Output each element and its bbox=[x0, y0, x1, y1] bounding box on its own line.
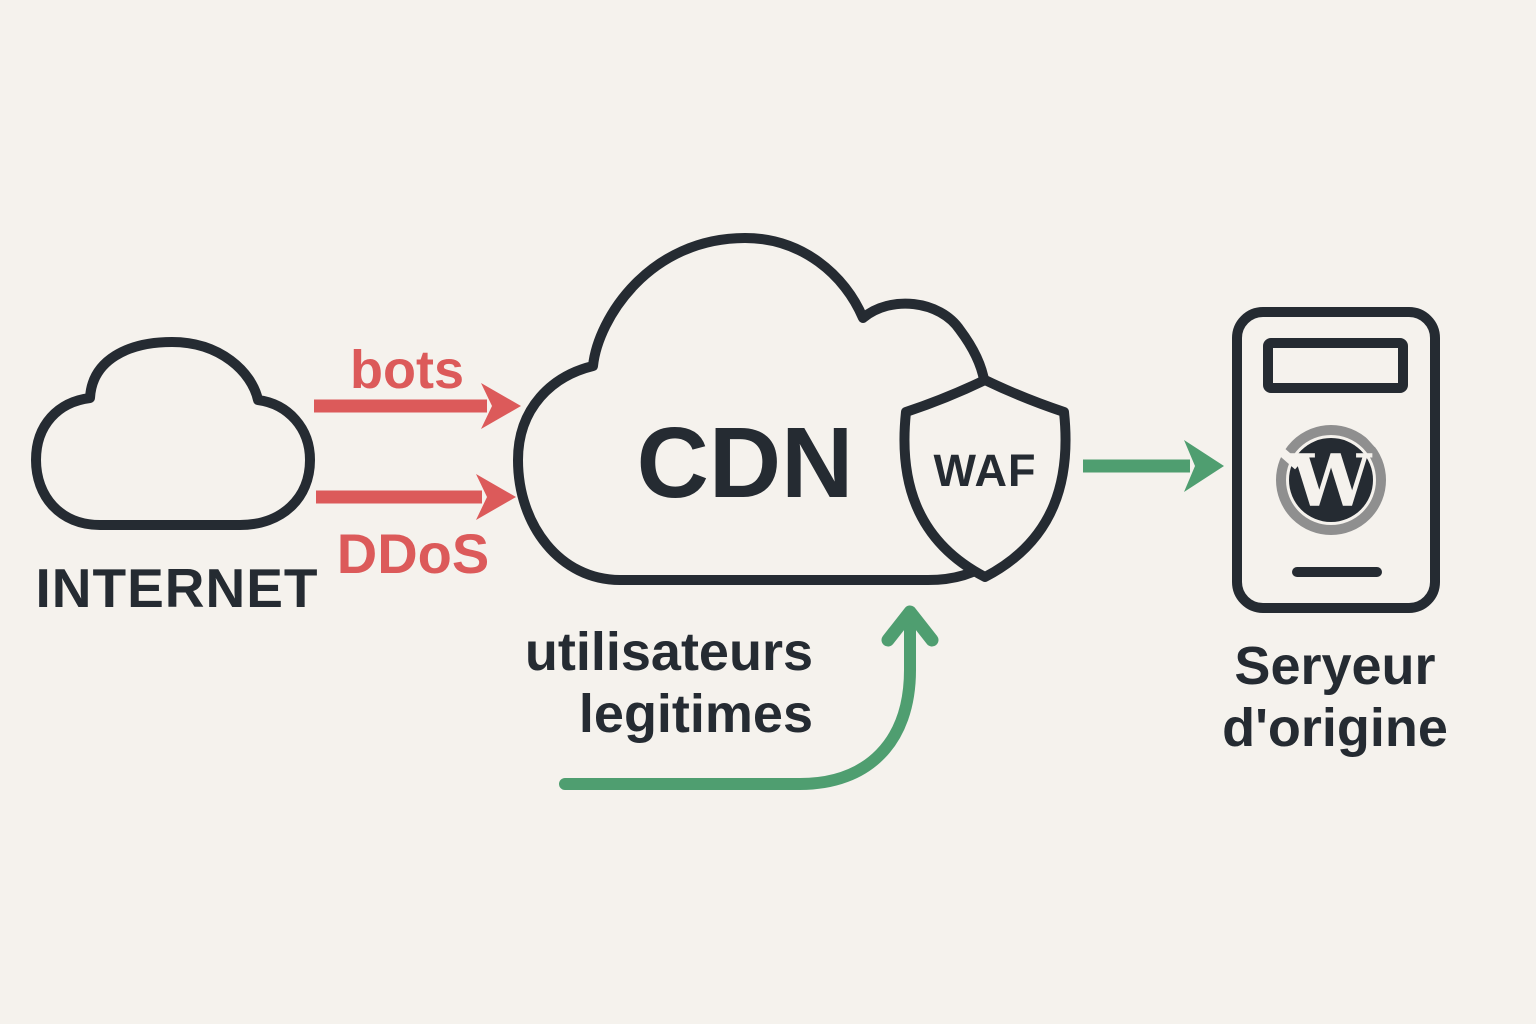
bots-arrow-label: bots bbox=[350, 340, 464, 400]
origin-server-label-line2: d'origine bbox=[1222, 698, 1448, 758]
server-slot-icon bbox=[1263, 338, 1408, 393]
ddos-arrowhead-icon bbox=[476, 474, 516, 520]
legit-users-arrow-curve bbox=[559, 620, 916, 790]
origin-server-label-line1: Seryeur bbox=[1234, 636, 1435, 696]
internet-cloud-icon bbox=[31, 337, 315, 530]
internet-label: INTERNET bbox=[36, 557, 319, 619]
legit-users-arrowhead-icon bbox=[881, 605, 939, 647]
waf-shield-icon bbox=[899, 375, 1071, 582]
bots-flow: bots bbox=[314, 340, 521, 429]
legit-users-label-line2: legitimes bbox=[579, 684, 813, 744]
bots-arrowhead-icon bbox=[481, 383, 521, 429]
wordpress-w-letter: W bbox=[1290, 438, 1373, 523]
waf-node: WAF bbox=[899, 375, 1071, 582]
legit-users-label-line1: utilisateurs bbox=[525, 622, 813, 682]
waf-to-origin-flow bbox=[1083, 440, 1224, 492]
internet-node: INTERNET bbox=[31, 337, 319, 619]
ddos-flow: DDoS bbox=[316, 474, 516, 585]
waf-label: WAF bbox=[934, 445, 1037, 496]
waf-to-origin-arrowhead-icon bbox=[1184, 440, 1224, 492]
ddos-arrow-label: DDoS bbox=[337, 522, 489, 585]
origin-server-node: W Seryeur d'origine bbox=[1222, 307, 1448, 758]
cdn-label: CDN bbox=[637, 407, 854, 519]
legitimate-users-flow: utilisateurs legitimes bbox=[525, 605, 939, 790]
wordpress-logo-icon: W bbox=[1276, 423, 1386, 535]
